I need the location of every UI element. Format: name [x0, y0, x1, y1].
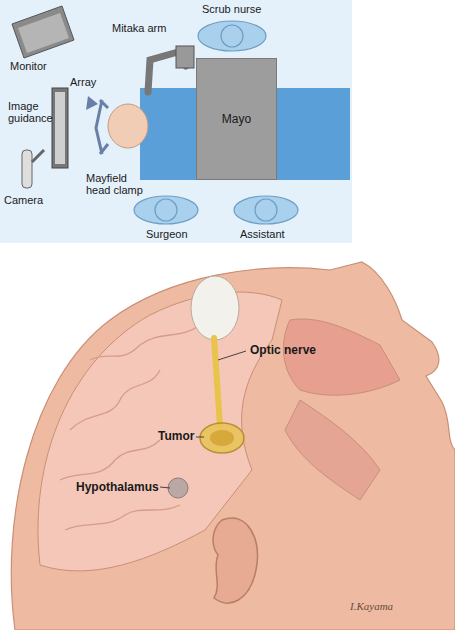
head-outline [11, 262, 455, 630]
optic-nerve-drawing [214, 338, 220, 426]
label-text: Monitor [10, 60, 47, 72]
label-text: Tumor [158, 430, 194, 443]
oral-region [285, 400, 380, 500]
label-text: Mayfield head clamp [86, 172, 150, 196]
scrub-nurse-figure [198, 21, 266, 51]
label-text: I.Kayama [350, 600, 393, 612]
label-text: Mitaka arm [112, 22, 166, 34]
guidance-display [55, 92, 65, 164]
monitor-screen [18, 13, 69, 53]
eye [191, 276, 239, 340]
arm-base [176, 46, 194, 68]
hypothalamus-drawing [168, 478, 188, 498]
label-text: Optic nerve [250, 344, 316, 357]
tumor-drawing [200, 423, 244, 453]
monitor-symbol [12, 6, 74, 58]
ear [213, 518, 257, 603]
surgeon-head [155, 199, 177, 221]
node-text: Mayo [222, 112, 251, 126]
room-panel [0, 0, 352, 243]
tumor-core [210, 430, 234, 446]
nasal-cavity [283, 319, 400, 395]
assistant-figure [234, 196, 298, 224]
assistant-head [255, 199, 277, 221]
label-text: Scrub nurse [202, 3, 261, 15]
leader-line [196, 437, 204, 438]
leader-line [160, 487, 170, 488]
surgeon-figure [134, 196, 198, 224]
label-text: Surgeon [146, 228, 188, 240]
array-symbol [86, 96, 98, 110]
label-text: Image guidance [8, 100, 52, 124]
scrub-nurse-head [221, 25, 243, 47]
label-text: Assistant [240, 228, 285, 240]
leader-line [218, 351, 246, 360]
label-text: Camera [4, 194, 43, 206]
camera-mount [32, 150, 44, 162]
patient-head [108, 104, 148, 148]
label-text: Hypothalamus [76, 481, 159, 494]
camera-symbol [22, 150, 32, 188]
head-clamp [96, 100, 108, 154]
guidance-screen [52, 88, 68, 168]
mayo-stand: Mayo [196, 58, 277, 180]
label-text: Array [70, 76, 96, 88]
